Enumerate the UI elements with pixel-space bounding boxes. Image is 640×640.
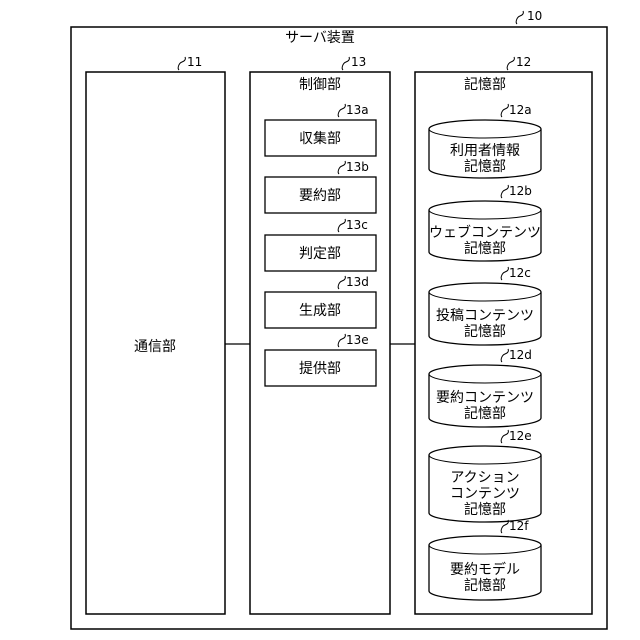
database-label-line: アクション <box>450 470 519 486</box>
database-label-line: 要約コンテンツ <box>436 390 534 406</box>
communication-unit-label: 通信部 <box>134 339 176 355</box>
control-unit-label: 制御部 <box>299 77 341 93</box>
database-label-line: 記憶部 <box>464 501 506 518</box>
control-subunit-ref: 13c <box>346 218 368 232</box>
control-subunit-ref: 13b <box>346 160 369 174</box>
database-label-line: 記憶部 <box>464 577 506 594</box>
database-ref: 12b <box>509 184 532 198</box>
control-subunit-label: 生成部 <box>299 303 341 319</box>
server-device-ref: 10 <box>527 9 542 23</box>
database-label-line: 記憶部 <box>464 405 506 422</box>
database-label-line: 投稿コンテンツ <box>436 308 534 324</box>
communication-unit-ref: 11 <box>187 55 202 69</box>
control-subunit-label: 要約部 <box>299 188 341 204</box>
database-label-line: 記憶部 <box>464 158 506 175</box>
database-ref: 12e <box>509 429 532 443</box>
database-label-line: 要約モデル <box>450 561 520 578</box>
database-ref: 12d <box>509 348 532 362</box>
server-device-label: サーバ装置 <box>285 30 355 46</box>
database-ref: 12f <box>509 519 529 533</box>
control-subunit-label: 提供部 <box>299 361 341 377</box>
control-unit-ref: 13 <box>351 55 366 69</box>
control-subunit-ref: 13d <box>346 275 369 289</box>
storage-unit-ref: 12 <box>516 55 531 69</box>
control-subunit-ref: 13a <box>346 103 369 117</box>
storage-unit-label: 記憶部 <box>464 76 506 93</box>
control-subunit-label: 判定部 <box>299 246 341 262</box>
database-label-line: 記憶部 <box>464 323 506 340</box>
database-label-line: コンテンツ <box>450 486 520 502</box>
database-ref: 12a <box>509 103 532 117</box>
database-label-line: ウェブコンテンツ <box>429 224 541 241</box>
control-subunit-label: 収集部 <box>299 130 341 147</box>
control-subunit-ref: 13e <box>346 333 369 347</box>
database-label-line: 記憶部 <box>464 240 506 257</box>
database-ref: 12c <box>509 266 531 280</box>
communication-unit: 通信部 11 <box>86 55 225 614</box>
database-label-line: 利用者情報 <box>450 143 520 159</box>
